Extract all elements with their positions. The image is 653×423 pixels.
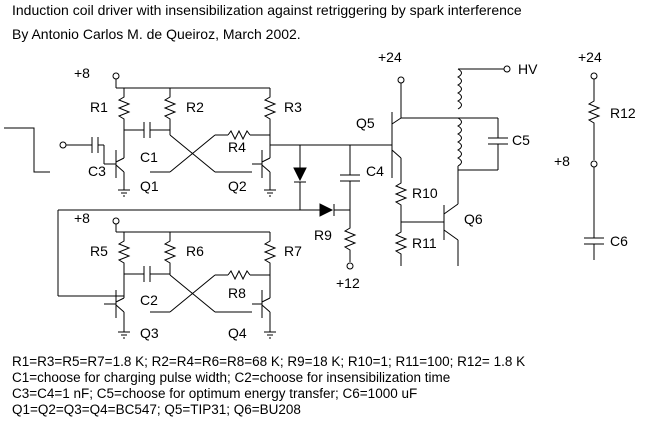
transistor-q5 (391, 76, 405, 180)
cross-coupling-top (150, 129, 355, 173)
label-c4: C4 (366, 163, 384, 179)
capacitor-c1 (124, 122, 170, 138)
label-vplus24-mid: +24 (378, 49, 402, 65)
resistor-r3 (263, 94, 277, 145)
resistor-r6 (163, 238, 177, 275)
label-r8: R8 (228, 285, 246, 301)
note-line-resistors: R1=R3=R5=R7=1.8 K; R2=R4=R6=R8=68 K; R9=… (12, 354, 526, 369)
label-r9: R9 (314, 227, 332, 243)
capacitor-c2 (124, 266, 170, 282)
label-r5: R5 (90, 243, 108, 259)
transistor-q1 (104, 135, 130, 197)
resistor-r9 (343, 225, 357, 270)
label-r1: R1 (90, 99, 108, 115)
label-vplus8-top: +8 (74, 65, 90, 81)
label-c1: C1 (140, 149, 158, 165)
coil-secondary (456, 65, 511, 110)
label-r2: R2 (186, 99, 204, 115)
transistor-q4 (252, 290, 276, 339)
transistor-q2 (252, 145, 276, 197)
label-q4: Q4 (228, 325, 247, 341)
label-c2: C2 (140, 292, 158, 308)
capacitor-c5 (488, 118, 508, 170)
resistor-r10 (394, 180, 444, 223)
supply-filter (584, 72, 604, 260)
label-r4: R4 (228, 139, 246, 155)
label-c5: C5 (512, 132, 530, 148)
diode-top (58, 145, 350, 217)
component-values-notes: R1=R3=R5=R7=1.8 K; R2=R4=R6=R8=68 K; R9=… (12, 354, 525, 418)
transistor-q3 (104, 290, 130, 339)
label-hv: HV (518, 61, 538, 77)
resistor-r11 (394, 222, 408, 266)
resistor-r7 (263, 238, 277, 290)
label-vplus8-bottom: +8 (74, 210, 90, 226)
label-q3: Q3 (140, 325, 159, 341)
top-supply-rail (112, 72, 271, 94)
label-r3: R3 (284, 99, 302, 115)
bottom-supply-rail (112, 217, 271, 238)
label-c3: C3 (88, 163, 106, 179)
label-c6: C6 (610, 233, 628, 249)
label-vplus8-right: +8 (554, 153, 570, 169)
label-r7: R7 (284, 243, 302, 259)
transistor-q6 (443, 168, 459, 266)
label-vplus12: +12 (336, 275, 360, 291)
label-q6: Q6 (464, 211, 483, 227)
diagram-title: Induction coil driver with insensibiliza… (12, 2, 522, 18)
cross-coupling-bottom (57, 210, 270, 313)
label-q2: Q2 (228, 178, 247, 194)
resistor-r1 (117, 94, 131, 135)
resistor-r5 (117, 238, 131, 290)
label-r6: R6 (186, 243, 204, 259)
label-vplus24-right: +24 (578, 49, 602, 65)
note-line-c3-c6: C3=C4=1 nF; C5=choose for optimum energy… (12, 386, 418, 401)
label-q5: Q5 (356, 115, 375, 131)
capacitor-c4 (340, 144, 392, 225)
note-line-transistors: Q1=Q2=Q3=Q4=BC547; Q5=TIP31; Q6=BU208 (12, 402, 301, 417)
label-q1: Q1 (140, 178, 159, 194)
label-r12: R12 (610, 105, 636, 121)
input-trigger (4, 127, 105, 173)
label-r11: R11 (412, 235, 437, 251)
component-labels: +8 R1 R2 R3 R4 C1 C3 Q1 Q2 +8 R5 R6 R7 R… (74, 49, 636, 341)
resistor-r2 (163, 94, 177, 135)
diagram-byline: By Antonio Carlos M. de Queiroz, March 2… (12, 26, 301, 42)
coil-primary (401, 117, 498, 171)
label-r10: R10 (412, 185, 438, 201)
note-line-c1-c2: C1=choose for charging pulse width; C2=c… (12, 370, 451, 385)
